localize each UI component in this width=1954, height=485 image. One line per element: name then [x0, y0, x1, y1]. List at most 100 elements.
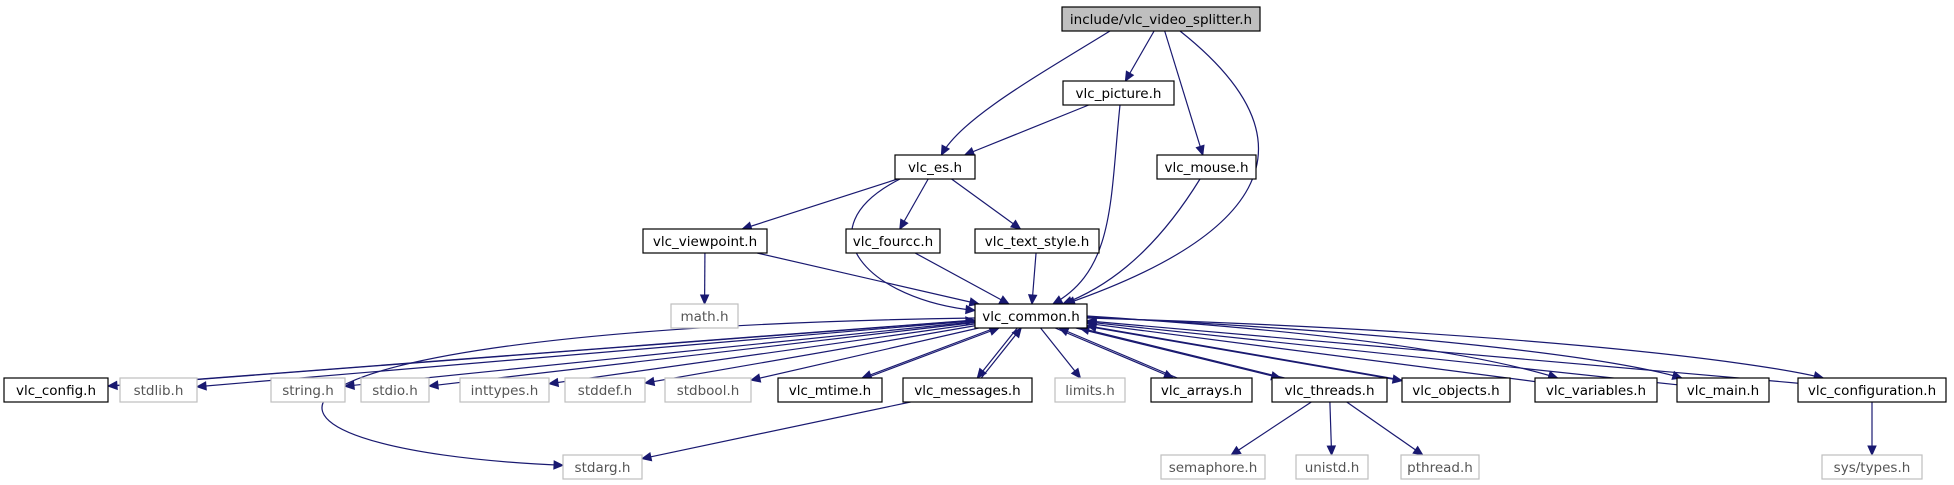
- edge-vlc_picture-to-vlc_common: [1051, 104, 1121, 305]
- node-limits: limits.h: [1054, 377, 1126, 403]
- arrowhead-icon: [998, 295, 1011, 305]
- node-inttypes: inttypes.h: [459, 377, 550, 403]
- node-vlc-variables[interactable]: vlc_variables.h: [1534, 377, 1658, 403]
- edge-vlc_common-to-vlc_messages: [976, 327, 1018, 379]
- edge-line: [428, 321, 976, 387]
- node-label: sys/types.h: [1834, 460, 1911, 476]
- node-vlc-text-style[interactable]: vlc_text_style.h: [974, 228, 1100, 254]
- edge-line: [1065, 30, 1259, 305]
- node-label: vlc_main.h: [1687, 383, 1760, 399]
- arrowhead-icon: [1011, 327, 1022, 339]
- node-vlc-viewpoint[interactable]: vlc_viewpoint.h: [642, 228, 768, 254]
- node-box: [270, 377, 346, 403]
- node-vlc-objects[interactable]: vlc_objects.h: [1401, 377, 1511, 403]
- node-box: [1400, 454, 1480, 480]
- edge-line: [1040, 327, 1081, 379]
- node-box: [642, 228, 768, 254]
- node-label: stdio.h: [372, 383, 418, 399]
- arrowhead-icon: [1867, 445, 1877, 457]
- node-box: [119, 377, 198, 403]
- edge-line: [1124, 30, 1155, 82]
- edge-line: [1086, 322, 1539, 383]
- node-box: [1295, 454, 1369, 480]
- edge-line: [1086, 321, 1681, 386]
- edge-vlc_viewpoint-to-math: [699, 252, 710, 306]
- node-box: [1821, 454, 1923, 480]
- node-label: vlc_threads.h: [1284, 383, 1374, 399]
- edge-vlc_text_style-to-vlc_common: [1027, 252, 1038, 306]
- edge-vlc_common-to-stddef: [643, 325, 976, 387]
- node-box: [664, 377, 752, 403]
- edge-line: [964, 104, 1089, 156]
- edge-line: [1086, 317, 1824, 379]
- node-vlc-video-splitter[interactable]: include/vlc_video_splitter.h: [1061, 6, 1261, 32]
- node-label: inttypes.h: [471, 383, 539, 399]
- edge-vlc_video_splitter-to-vlc_mouse: [1164, 30, 1205, 157]
- node-box: [1271, 377, 1388, 403]
- edge-line: [548, 323, 976, 385]
- edge-line: [1164, 30, 1204, 156]
- edge-line: [196, 320, 976, 388]
- edge-vlc_fourcc-to-vlc_common: [914, 252, 1011, 305]
- node-stddef: stddef.h: [564, 377, 646, 403]
- node-vlc-picture[interactable]: vlc_picture.h: [1062, 80, 1175, 106]
- edge-line: [1079, 327, 1285, 379]
- node-vlc-config[interactable]: vlc_config.h: [3, 377, 109, 403]
- node-vlc-main[interactable]: vlc_main.h: [1676, 377, 1770, 403]
- edge-line: [914, 252, 1010, 305]
- node-label: vlc_mouse.h: [1164, 160, 1248, 176]
- edge-line: [644, 325, 976, 384]
- arrowhead-icon: [1195, 144, 1205, 157]
- node-vlc-messages[interactable]: vlc_messages.h: [902, 377, 1033, 403]
- node-vlc-mouse[interactable]: vlc_mouse.h: [1156, 154, 1257, 180]
- edge-line: [1075, 327, 1281, 379]
- node-box: [974, 303, 1088, 329]
- edge-vlc_common-to-vlc_arrays: [1054, 327, 1175, 379]
- arrowhead-icon: [965, 316, 977, 326]
- node-stdbool: stdbool.h: [664, 377, 752, 403]
- node-box: [562, 454, 643, 480]
- node-box: [360, 377, 430, 403]
- node-stdlib: stdlib.h: [119, 377, 198, 403]
- arrowhead-icon: [547, 377, 560, 388]
- node-stdarg: stdarg.h: [562, 454, 643, 480]
- arrowhead-icon: [699, 294, 710, 306]
- node-label: vlc_arrays.h: [1161, 383, 1242, 399]
- node-label: vlc_text_style.h: [985, 234, 1090, 250]
- node-vlc-arrays[interactable]: vlc_arrays.h: [1150, 377, 1253, 403]
- edge-vlc_common-to-string: [343, 321, 976, 390]
- edge-line: [344, 321, 976, 387]
- arrowhead-icon: [195, 381, 207, 391]
- node-label: vlc_config.h: [16, 383, 96, 399]
- node-label: include/vlc_video_splitter.h: [1070, 12, 1252, 28]
- node-box: [777, 377, 883, 403]
- node-string: string.h: [270, 377, 346, 403]
- node-label: pthread.h: [1407, 460, 1473, 476]
- arrowhead-icon: [343, 380, 355, 390]
- node-label: stdlib.h: [134, 383, 184, 399]
- node-label: string.h: [282, 383, 334, 399]
- node-vlc-mtime[interactable]: vlc_mtime.h: [777, 377, 883, 403]
- edge-vlc_messages-to-stdarg: [640, 401, 911, 462]
- arrowhead-icon: [749, 373, 762, 383]
- nodes-layer: include/vlc_video_splitter.h vlc_picture.…: [3, 6, 1947, 480]
- node-box: [894, 154, 976, 180]
- node-box: [3, 377, 109, 403]
- arrowhead-icon: [1058, 327, 1070, 337]
- node-vlc-threads[interactable]: vlc_threads.h: [1271, 377, 1388, 403]
- node-box: [1797, 377, 1947, 403]
- arrowhead-icon: [1230, 445, 1242, 456]
- node-box: [564, 377, 646, 403]
- node-vlc-fourcc[interactable]: vlc_fourcc.h: [845, 228, 941, 254]
- node-vlc-configuration[interactable]: vlc_configuration.h: [1797, 377, 1947, 403]
- node-label: math.h: [680, 309, 728, 325]
- node-vlc-common[interactable]: vlc_common.h: [974, 303, 1088, 329]
- node-box: [1062, 80, 1175, 106]
- node-box: [1150, 377, 1253, 403]
- edge-line: [1086, 320, 1802, 385]
- edge-line: [1083, 325, 1403, 382]
- node-label: vlc_common.h: [982, 309, 1080, 325]
- edge-vlc_common-to-limits: [1040, 327, 1082, 379]
- node-vlc-es[interactable]: vlc_es.h: [894, 154, 976, 180]
